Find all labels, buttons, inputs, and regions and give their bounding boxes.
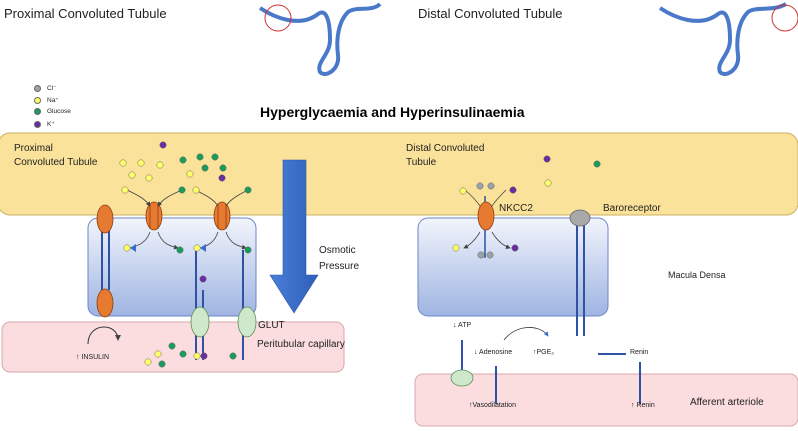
legend-item-glucose: Glucose [34,108,71,115]
legend-label-cl: Cl⁻ [47,85,57,92]
dct-lumen-label: Distal Convoluted Tubule [406,143,485,168]
macula-densa-label: Macula Densa [668,270,726,280]
osmotic-pressure-arrow [269,159,319,314]
osmotic-pressure-label: Osmotic Pressure [319,245,360,272]
dct-cell [417,217,609,317]
baroreceptor-oval [569,209,591,227]
insulin-label: ↑ INSULIN [76,354,110,361]
atp-label: ↓ ATP [453,322,472,329]
nkcc2-transporter [477,201,495,231]
legend-swatch-k [34,120,41,128]
nkcc2-label: NKCC2 [499,203,533,214]
tubule-lumen [0,132,798,216]
legend-label-na: Na⁺ [47,97,59,104]
dct-header: Distal Convoluted Tubule [418,6,563,21]
afferent-arteriole-label: Afferent arteriole [690,397,764,408]
legend-swatch-na [34,96,41,104]
vasodilatation-label: ↑Vasodilatation [469,402,516,409]
adenosine-pge2-arrow [503,327,549,341]
dct-nephron-icon [658,2,798,76]
insulin-arrow [87,326,121,345]
adenosine-label: ↓ Adenosine [474,349,513,356]
legend-swatch-glucose [34,108,41,115]
pct-transporter-2 [96,288,114,318]
afferent-arteriole [414,373,798,427]
renin-label: Renin [630,349,649,356]
legend-swatch-cl [34,84,41,92]
afferent-cell [450,369,474,387]
pge2-label: ↑PGE₂ [533,349,554,356]
legend-label-glucose: Glucose [47,108,71,115]
legend-item-cl: Cl⁻ [34,84,57,92]
glut-transporter-1 [190,306,210,338]
legend-item-na: Na⁺ [34,96,59,104]
baroreceptor-label: Baroreceptor [603,203,661,214]
pct-cell [87,217,257,317]
pct-nephron-icon [258,2,382,76]
ion-dots [119,141,601,368]
pct-transporter-1 [96,204,114,234]
pct-header: Proximal Convoluted Tubule [4,6,167,21]
increased-renin-label: ↑ Renin [631,402,655,409]
glut-label: GLUT [258,320,285,331]
pct-lumen-label: Proximal Convoluted Tubule [14,143,98,168]
diagram-title: Hyperglycaemia and Hyperinsulinaemia [260,104,525,120]
legend-label-k: K⁺ [47,121,55,128]
peritubular-capillary-label: Peritubular capillary [257,339,345,350]
pct-transporter-3 [145,201,163,231]
legend-item-k: K⁺ [34,120,55,128]
pct-transporter-4 [213,201,231,231]
glut-transporter-2 [237,306,257,338]
